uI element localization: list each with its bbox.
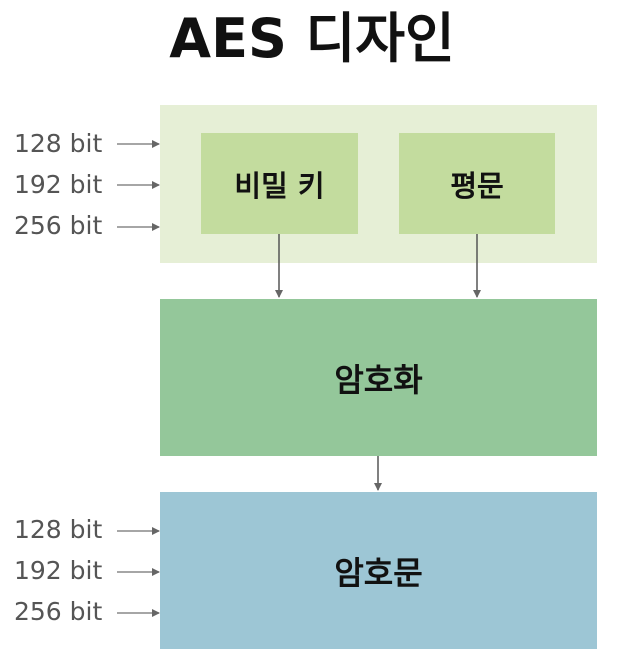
input-bit-label-192: 192 bit: [14, 170, 103, 199]
output-bit-label-256: 256 bit: [14, 597, 103, 626]
encryption-box: 암호화: [160, 299, 597, 456]
plaintext-label: 평문: [450, 168, 504, 203]
ciphertext-box: 암호문: [160, 492, 597, 649]
encryption-label: 암호화: [334, 360, 423, 399]
output-bit-label-192: 192 bit: [14, 556, 103, 585]
secret-key-box: 비밀 키: [201, 133, 358, 234]
input-bit-label-128: 128 bit: [14, 129, 103, 158]
secret-key-label: 비밀 키: [234, 168, 325, 203]
ciphertext-label: 암호문: [334, 553, 423, 592]
input-bit-label-256: 256 bit: [14, 211, 103, 240]
output-bit-label-128: 128 bit: [14, 515, 103, 544]
plaintext-box: 평문: [399, 133, 555, 234]
diagram-title: AES 디자인: [169, 7, 455, 70]
